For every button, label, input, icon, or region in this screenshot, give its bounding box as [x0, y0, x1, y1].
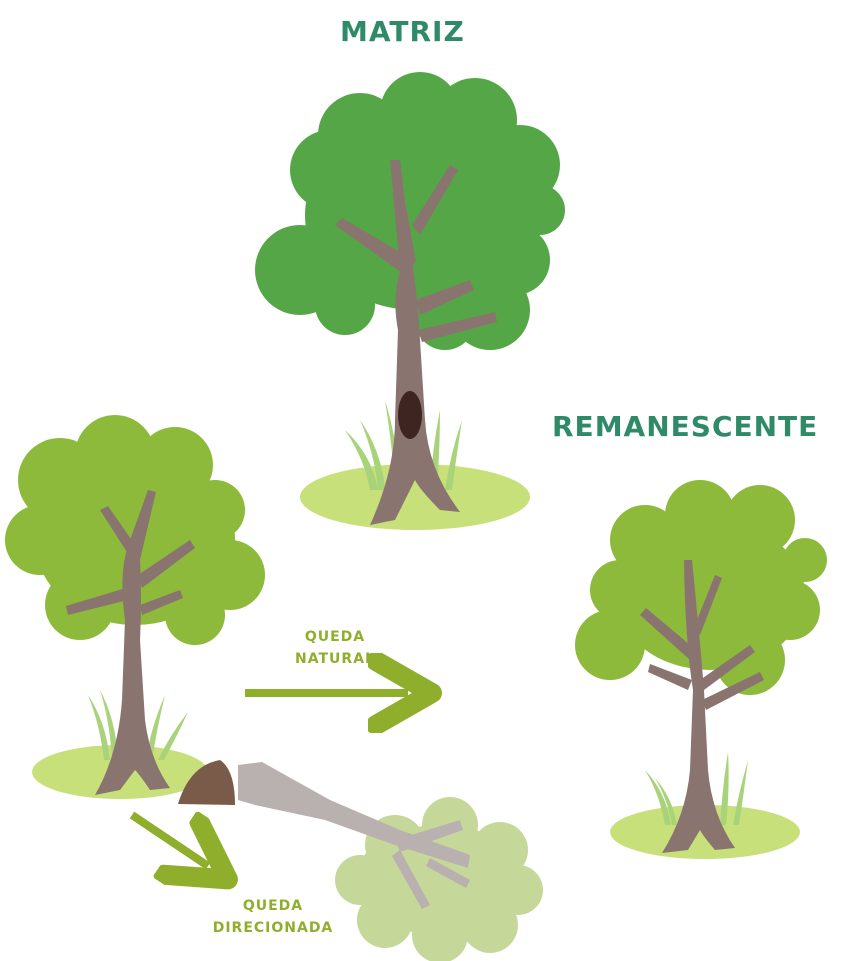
queda-natural-line2: NATURAL [290, 648, 380, 670]
queda-direcionada-line1: QUEDA [198, 895, 348, 917]
queda-direcionada-line2: DIRECIONADA [198, 917, 348, 939]
queda-direcionada-label: QUEDA DIRECIONADA [198, 895, 348, 939]
left-tree-icon [5, 415, 265, 805]
remanescente-tree-icon [575, 480, 827, 859]
matriz-hollow [398, 391, 422, 439]
matriz-tree-icon [255, 72, 565, 530]
queda-natural-line1: QUEDA [290, 626, 380, 648]
remanescente-label: REMANESCENTE [552, 410, 818, 443]
arrow-diagonal-icon [132, 815, 208, 866]
matriz-label: MATRIZ [340, 15, 465, 48]
queda-natural-label: QUEDA NATURAL [290, 626, 380, 670]
